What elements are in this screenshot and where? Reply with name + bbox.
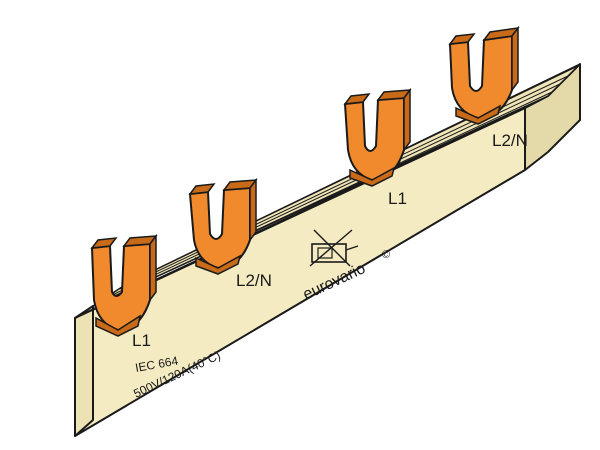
fork-4-label: L2/N <box>492 131 528 150</box>
fork-1-label: L1 <box>132 331 151 350</box>
fork-3 <box>343 87 412 187</box>
fork-3-label: L1 <box>388 189 407 208</box>
busbar-end-face <box>74 305 94 437</box>
fork-2 <box>188 177 258 275</box>
rail-groove-1 <box>99 91 553 304</box>
crossed-out-device-icon <box>309 229 359 267</box>
fork-2-label: L2/N <box>236 271 272 290</box>
fork-1 <box>90 233 158 337</box>
fork-4 <box>448 25 520 125</box>
brand-mark: © <box>382 249 390 261</box>
